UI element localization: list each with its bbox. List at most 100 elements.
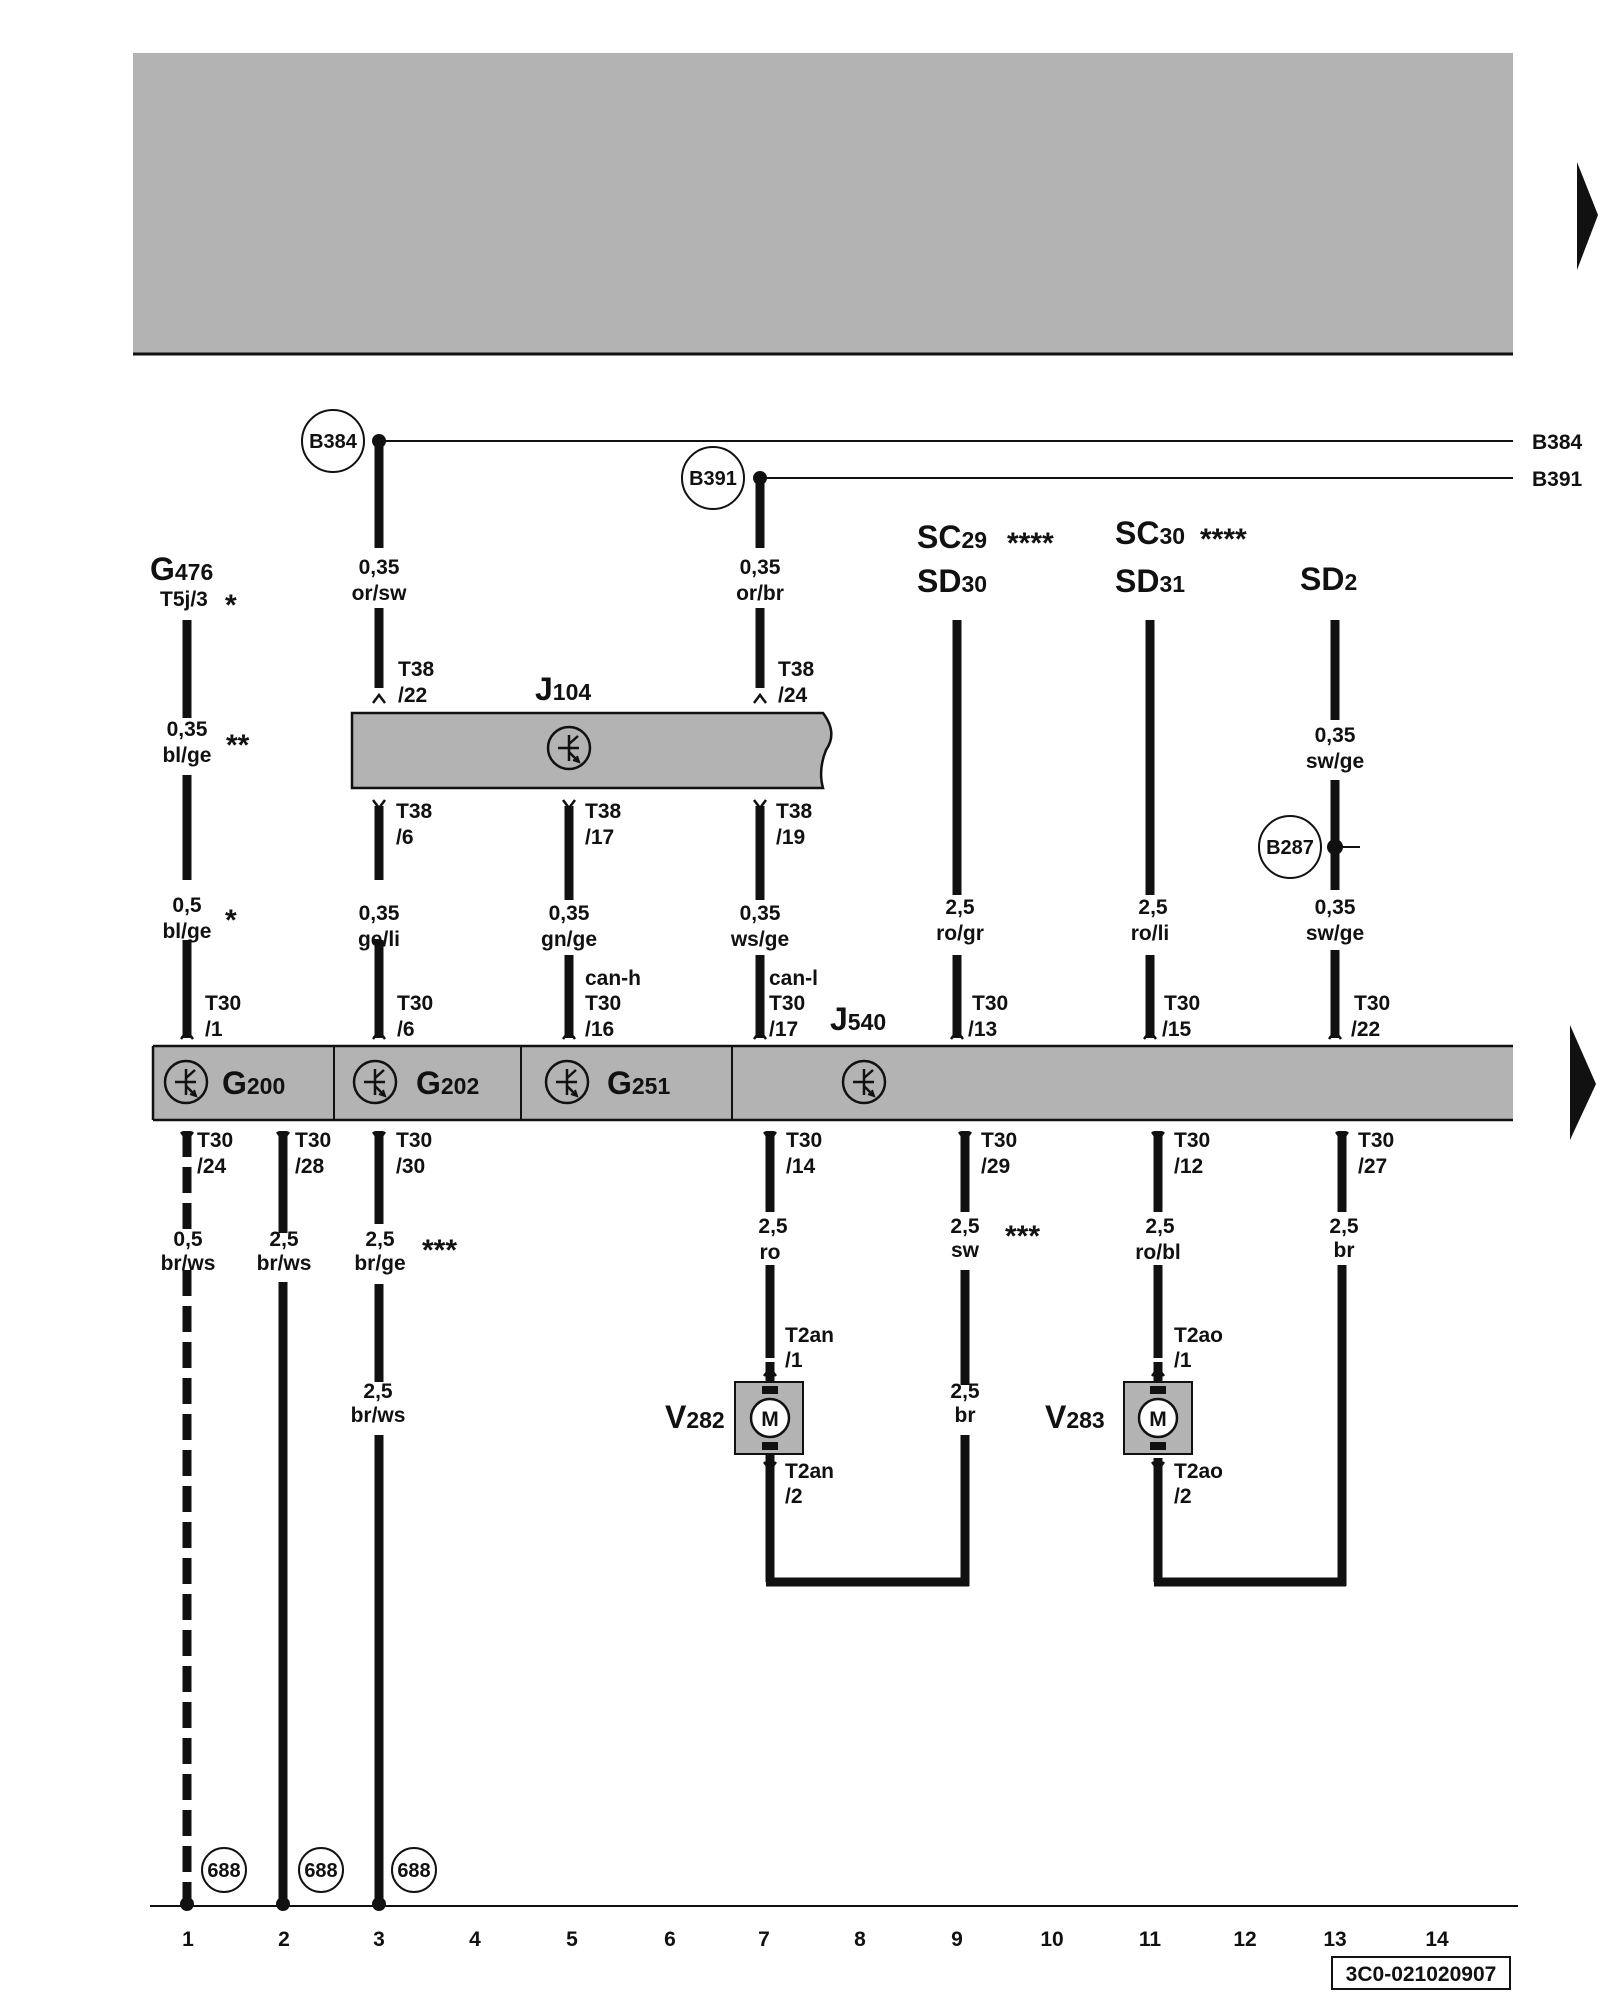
svg-text:9: 9: [951, 1928, 963, 1951]
g476-label: G476: [150, 551, 213, 587]
svg-text:T30: T30: [1358, 1129, 1394, 1152]
ground-dot: [276, 1897, 290, 1911]
svg-text:br: br: [1334, 1239, 1355, 1262]
svg-text:T30: T30: [205, 992, 241, 1015]
svg-text:T30: T30: [1174, 1129, 1210, 1152]
svg-text:sw/ge: sw/ge: [1306, 922, 1364, 945]
v282-label: V282: [665, 1399, 725, 1435]
can-h-label: can-h: [585, 967, 641, 990]
svg-text:br: br: [955, 1404, 976, 1427]
motor-v282[interactable]: M: [734, 1362, 804, 1458]
svg-text:T30: T30: [1354, 992, 1390, 1015]
ground-tag: [391, 1847, 437, 1893]
svg-text:or/sw: or/sw: [352, 582, 408, 605]
svg-text:2,5: 2,5: [1329, 1215, 1359, 1238]
svg-text:br/ws: br/ws: [257, 1252, 312, 1275]
svg-text:2,5: 2,5: [950, 1215, 980, 1238]
svg-text:T30: T30: [585, 992, 621, 1015]
page-arrow-icon[interactable]: [1570, 1025, 1596, 1140]
svg-text:3: 3: [373, 1928, 385, 1951]
rail-tag-b384: [301, 409, 365, 473]
sd30-label: SD30: [917, 563, 987, 599]
svg-text:14: 14: [1425, 1928, 1449, 1951]
rail-tag-label: B384: [309, 431, 358, 453]
page-arrow-icon[interactable]: [1577, 162, 1598, 270]
ground-tag-label: 688: [397, 1860, 430, 1882]
wire-star: ***: [1005, 1220, 1040, 1253]
svg-text:1: 1: [182, 1928, 194, 1951]
rail-label-b384: B384: [1532, 431, 1583, 454]
svg-text:10: 10: [1040, 1928, 1063, 1951]
svg-text:/24: /24: [778, 684, 808, 707]
svg-text:ro/bl: ro/bl: [1135, 1241, 1181, 1264]
svg-text:T2an: T2an: [785, 1324, 834, 1347]
svg-text:2,5: 2,5: [1145, 1215, 1175, 1238]
svg-text:T30: T30: [197, 1129, 233, 1152]
doc-id: 3C0-021020907: [1346, 1963, 1497, 1986]
g476-pin: T5j/3: [160, 588, 208, 611]
motor-v283[interactable]: M: [1123, 1362, 1193, 1455]
svg-text:4: 4: [469, 1928, 481, 1951]
svg-text:2,5: 2,5: [363, 1380, 393, 1403]
svg-text:ro: ro: [760, 1241, 781, 1264]
svg-text:0,35: 0,35: [359, 902, 400, 925]
svg-text:8: 8: [854, 1928, 866, 1951]
j104-box[interactable]: [350, 711, 833, 790]
wire-star: ***: [422, 1234, 457, 1267]
svg-text:or/br: or/br: [736, 582, 784, 605]
svg-text:0,35: 0,35: [359, 556, 400, 579]
svg-text:2,5: 2,5: [365, 1228, 395, 1251]
ground-dot: [372, 1897, 386, 1911]
rail-label-b391: B391: [1532, 468, 1583, 491]
svg-text:/15: /15: [1162, 1018, 1192, 1041]
svg-text:/16: /16: [585, 1018, 614, 1041]
svg-text:/17: /17: [585, 826, 614, 849]
motor-icon: M: [761, 1408, 779, 1431]
svg-text:T2ao: T2ao: [1174, 1324, 1223, 1347]
svg-text:T38: T38: [776, 800, 813, 823]
svg-text:br/ws: br/ws: [161, 1252, 216, 1275]
svg-text:0,35: 0,35: [1315, 896, 1356, 919]
svg-text:ge/li: ge/li: [358, 928, 400, 951]
svg-text:/22: /22: [1351, 1018, 1380, 1041]
svg-text:sw/ge: sw/ge: [1306, 750, 1364, 773]
j104-label: J104: [535, 671, 591, 707]
svg-text:2,5: 2,5: [269, 1228, 299, 1251]
svg-text:/19: /19: [776, 826, 805, 849]
svg-text:0,5: 0,5: [173, 1228, 203, 1251]
ground-tag: [201, 1847, 247, 1893]
ground-tag-label: 688: [304, 1860, 337, 1882]
sc29-stars: ****: [1007, 527, 1054, 560]
svg-text:0,5: 0,5: [172, 894, 202, 917]
svg-text:T30: T30: [1164, 992, 1200, 1015]
svg-text:ws/ge: ws/ge: [730, 928, 789, 951]
svg-text:T30: T30: [397, 992, 433, 1015]
svg-text:/22: /22: [398, 684, 427, 707]
svg-text:/24: /24: [197, 1155, 227, 1178]
svg-text:br/ge: br/ge: [354, 1252, 405, 1275]
j540-label: J540: [830, 1001, 886, 1037]
rail-tag-b287: [1258, 815, 1322, 879]
sd2-label: SD2: [1300, 561, 1357, 597]
svg-text:0,35: 0,35: [1315, 724, 1356, 747]
svg-text:T30: T30: [981, 1129, 1017, 1152]
svg-text:0,35: 0,35: [167, 718, 208, 741]
svg-text:11: 11: [1139, 1928, 1162, 1951]
g251-label: G251: [607, 1065, 670, 1101]
svg-text:2: 2: [278, 1928, 290, 1951]
rail-tag-b391: [681, 446, 745, 510]
sc30-stars: ****: [1200, 523, 1247, 556]
svg-text:2,5: 2,5: [758, 1215, 788, 1238]
svg-text:br/ws: br/ws: [351, 1404, 406, 1427]
sc29-label: SC29: [917, 519, 987, 555]
svg-text:ro/gr: ro/gr: [936, 922, 984, 945]
column-numbers: 1 2 3 4 5 6 7 8 9 10 11 12 13 14: [182, 1928, 1449, 1951]
v283-label: V283: [1045, 1399, 1105, 1435]
j540-box[interactable]: [153, 1046, 1513, 1120]
wire-labels: 0,35 bl/ge 0,5 bl/ge 0,5 br/ws 2,5 br/ws…: [161, 556, 1365, 1427]
ground-dot: [180, 1897, 194, 1911]
doc-id-box: [1331, 1956, 1511, 1990]
svg-text:T38: T38: [585, 800, 622, 823]
svg-text:T30: T30: [786, 1129, 822, 1152]
